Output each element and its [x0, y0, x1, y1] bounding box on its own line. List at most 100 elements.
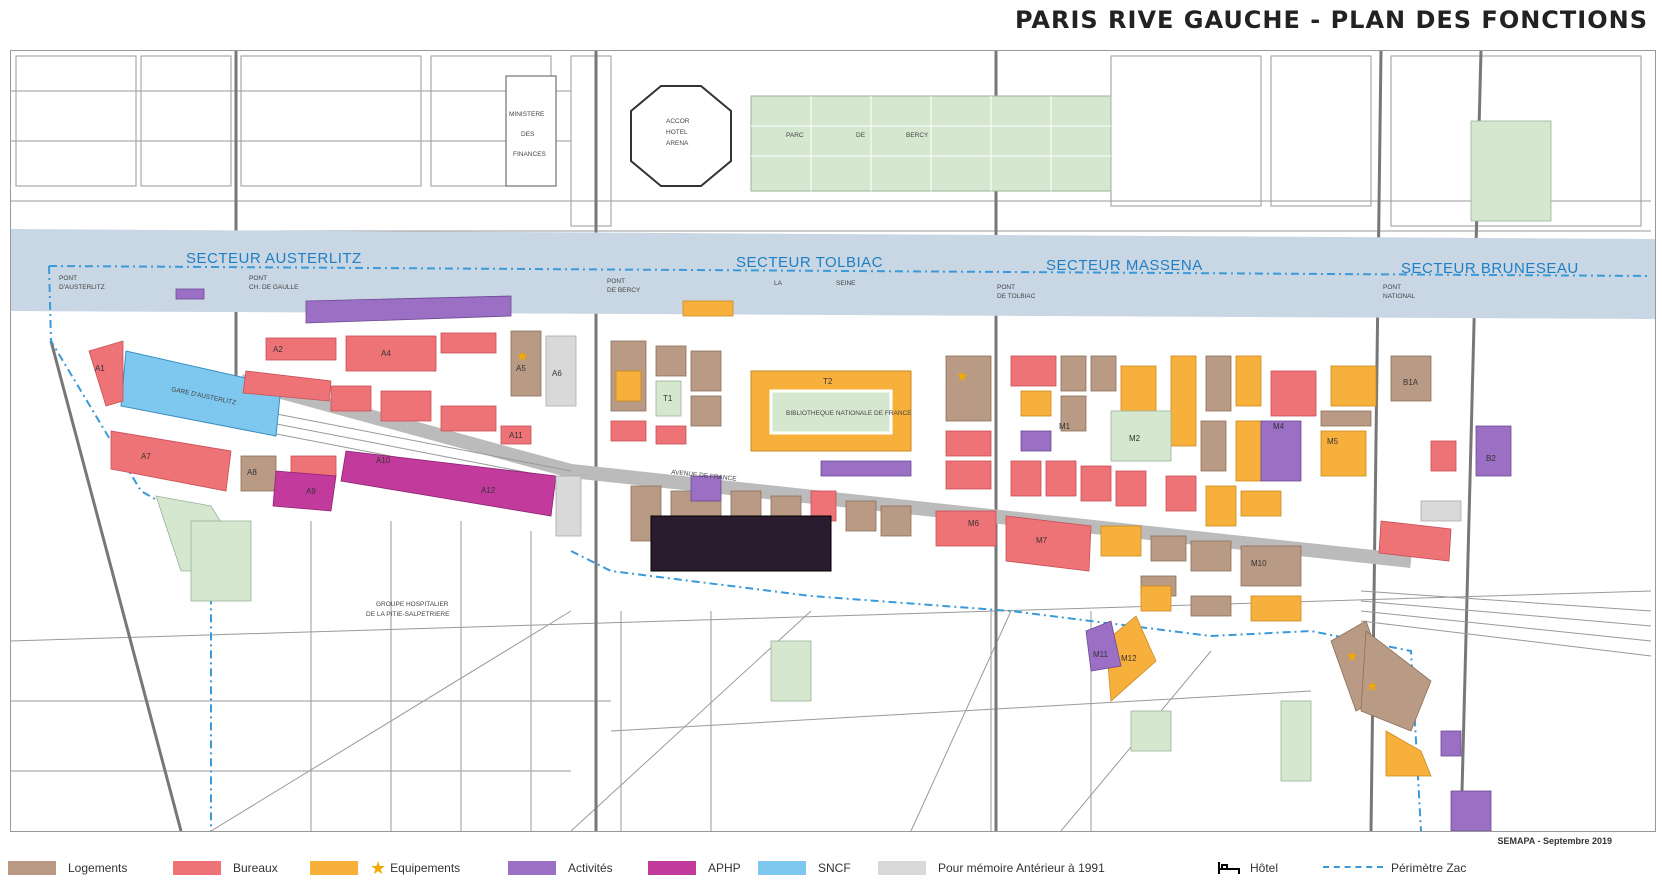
block-label-a5: A5 [516, 364, 526, 373]
svg-text:★: ★ [956, 368, 969, 384]
bridge-label: D'AUSTERLITZ [59, 284, 105, 291]
parc-grid [751, 96, 1111, 191]
svg-text:★: ★ [1346, 648, 1359, 664]
bridge-label: PONT [607, 278, 625, 285]
activites-blocks [175, 288, 1512, 831]
block-label-m2: M2 [1129, 434, 1141, 443]
bridge-labels: PONT D'AUSTERLITZ PONT CH. DE GAULLE PON… [59, 275, 1415, 300]
legend-item-sncf: SNCF [758, 856, 851, 880]
sector-label-tolbiac: SECTEUR TOLBIAC [736, 254, 883, 271]
map-title: PARIS RIVE GAUCHE - PLAN DES FONCTIONS [1015, 6, 1648, 34]
sector-label-bruneseau: SECTEUR BRUNESEAU [1401, 260, 1579, 277]
legend-item-memoire: Pour mémoire Antérieur à 1991 [878, 856, 1105, 880]
legend-item-hotel: Hôtel [1218, 856, 1278, 880]
block-label-a7: A7 [141, 452, 151, 461]
boulevards [49, 51, 1483, 831]
block-label-m1: M1 [1059, 422, 1071, 431]
legend-item-equipements: ★ Equipements [310, 856, 460, 880]
svg-text:★: ★ [516, 348, 529, 364]
parc-label: PARC [786, 132, 804, 139]
bridge-label: PONT [997, 284, 1015, 291]
block-label-a10: A10 [376, 456, 391, 465]
seine-river [11, 229, 1655, 319]
sector-label-austerlitz: SECTEUR AUSTERLITZ [186, 250, 362, 267]
parc-label: BERCY [906, 132, 929, 139]
block-label-t1: T1 [663, 394, 673, 403]
block-label-m6: M6 [968, 519, 980, 528]
legend-swatch [310, 861, 358, 875]
logements-blocks [240, 330, 1432, 732]
legend-swatch [878, 861, 926, 875]
block-label-a11: A11 [509, 431, 523, 440]
accor-arena [630, 85, 732, 187]
map-legend: Logements Bureaux ★ Equipements Activité… [8, 856, 1658, 882]
legend-label: Bureaux [233, 861, 278, 875]
block-label-t2: T2 [823, 377, 833, 386]
hotel-icon [1218, 862, 1240, 874]
bnf-courtyard [769, 389, 893, 435]
bridge-label: CH. DE GAULLE [249, 284, 299, 291]
bridge-label: DE BERCY [607, 287, 641, 294]
legend-label: Périmètre Zac [1391, 861, 1467, 875]
block-label-m10: M10 [1251, 559, 1267, 568]
memoire-blocks [545, 335, 1462, 537]
bureaux-blocks [88, 332, 1457, 572]
bridge-label: PONT [249, 275, 267, 282]
ministere-finances [505, 75, 557, 187]
equipement-stars: ★ ★ ★ ★ [516, 348, 1379, 694]
legend-swatch [758, 861, 806, 875]
ministere-label: DES [521, 131, 535, 138]
ministere-label: FINANCES [513, 151, 547, 158]
block-label-m4: M4 [1273, 422, 1285, 431]
block-label-m5: M5 [1327, 437, 1339, 446]
legend-item-bureaux: Bureaux [173, 856, 278, 880]
legend-label: Activités [568, 861, 613, 875]
legend-item-activites: Activités [508, 856, 613, 880]
legend-item-aphp: APHP [648, 856, 741, 880]
arena-label: ACCOR [666, 118, 690, 125]
legend-swatch [648, 861, 696, 875]
legend-label: Logements [68, 861, 128, 875]
aphp-blocks [272, 450, 557, 517]
block-label-a4: A4 [381, 349, 391, 358]
legend-label: Pour mémoire Antérieur à 1991 [938, 861, 1105, 875]
arena-label: ARENA [666, 140, 689, 147]
hopital-label: GROUPE HOSPITALIER [376, 601, 449, 608]
block-label-a6: A6 [552, 369, 562, 378]
block-label-m12: M12 [1121, 654, 1137, 663]
arena-label: HOTEL [666, 129, 688, 136]
svg-text:★: ★ [1366, 678, 1379, 694]
block-label-a9: A9 [306, 487, 316, 496]
legend-label: APHP [708, 861, 741, 875]
dashed-line-icon [1323, 866, 1383, 870]
legend-item-perimetre: Périmètre Zac [1323, 856, 1466, 880]
block-label-m7: M7 [1036, 536, 1048, 545]
legend-label: Hôtel [1250, 861, 1279, 875]
block-label-b1a: B1A [1403, 378, 1419, 387]
green-areas [155, 120, 1552, 782]
halle-black-block [650, 515, 832, 572]
legend-swatch [8, 861, 56, 875]
legend-swatch [508, 861, 556, 875]
parc-label: DE [856, 132, 866, 139]
block-label-m11: M11 [1093, 650, 1109, 659]
ministere-label: MINISTERE [509, 111, 545, 118]
sector-label-massena: SECTEUR MASSENA [1046, 257, 1203, 274]
block-label-a8: A8 [247, 468, 257, 477]
block-label-b2: B2 [1486, 454, 1496, 463]
block-label-a12: A12 [481, 486, 496, 495]
seine-label: LA [774, 280, 783, 287]
bridge-label: PONT [59, 275, 77, 282]
legend-item-logements: Logements [8, 856, 127, 880]
bridge-label: PONT [1383, 284, 1401, 291]
bridge-label: DE TOLBIAC [997, 293, 1036, 300]
map-canvas[interactable]: SECTEUR AUSTERLITZ SECTEUR TOLBIAC SECTE… [10, 50, 1656, 832]
block-label-a2: A2 [273, 345, 283, 354]
map-credit: SEMAPA - Septembre 2019 [1497, 836, 1612, 846]
block-label-a1: A1 [95, 364, 105, 373]
star-icon: ★ [370, 857, 387, 878]
equipements-blocks [615, 300, 1432, 777]
seine-label: SEINE [836, 280, 856, 287]
legend-label: Equipements [390, 861, 461, 875]
legend-label: SNCF [818, 861, 851, 875]
